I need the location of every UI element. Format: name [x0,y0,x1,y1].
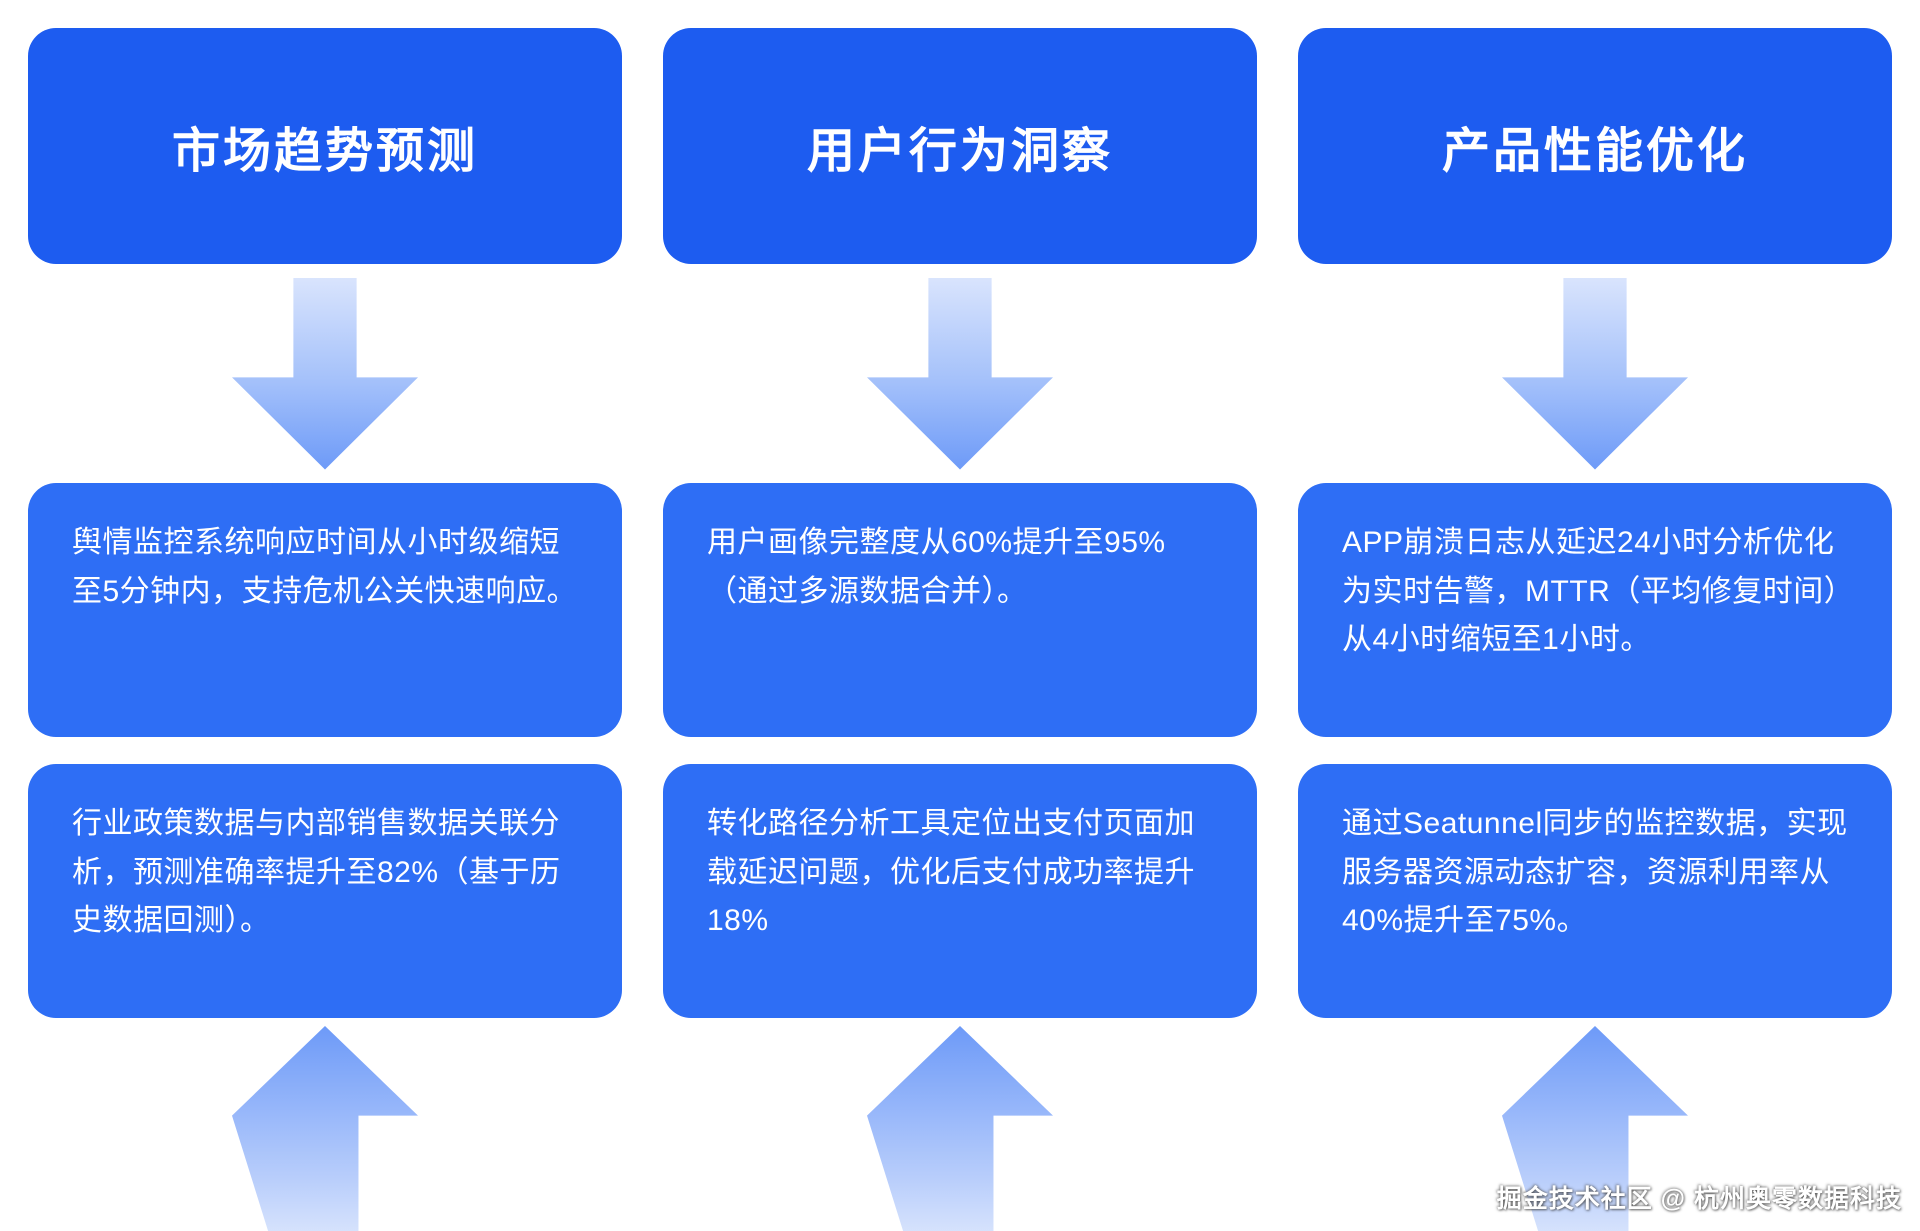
info-text: 转化路径分析工具定位出支付页面加载延迟问题，优化后支付成功率提升18% [707,807,1195,938]
info-text: 行业政策数据与内部销售数据关联分析，预测准确率提升至82%（基于历史数据回测）。 [72,807,561,938]
arrow-down-icon [232,277,418,470]
info-box-user-behavior-2: 转化路径分析工具定位出支付页面加载延迟问题，优化后支付成功率提升18% [663,764,1257,1018]
arrow-down-icon [867,277,1053,470]
info-text: APP崩溃日志从延迟24小时分析优化为实时告警，MTTR（平均修复时间）从4小时… [1342,526,1840,657]
info-text: 用户画像完整度从60%提升至95%（通过多源数据合并）。 [707,526,1166,608]
column-user-behavior: 用户行为洞察 用户画像完整度从60%提升至95%（通过多源数据合并）。 转化路径… [663,28,1257,1231]
column-product-performance: 产品性能优化 APP崩溃日志从延迟24小时分析优化为实时告警，MTTR（平均修复… [1298,28,1892,1231]
info-box-market-trend-1: 舆情监控系统响应时间从小时级缩短至5分钟内，支持危机公关快速响应。 [28,483,622,737]
arrow-down-icon [1502,277,1688,470]
arrow-zone [1298,264,1892,483]
info-box-user-behavior-1: 用户画像完整度从60%提升至95%（通过多源数据合并）。 [663,483,1257,737]
arrow-zone [28,264,622,483]
info-box-product-performance-1: APP崩溃日志从延迟24小时分析优化为实时告警，MTTR（平均修复时间）从4小时… [1298,483,1892,737]
info-box-market-trend-2: 行业政策数据与内部销售数据关联分析，预测准确率提升至82%（基于历史数据回测）。 [28,764,622,1018]
column-header-market-trend: 市场趋势预测 [28,28,622,264]
arrow-zone [663,264,1257,483]
info-box-product-performance-2: 通过Seatunnel同步的监控数据，实现服务器资源动态扩容，资源利用率从40%… [1298,764,1892,1018]
arrow-zone-bottom [663,1018,1257,1231]
arrow-up-icon [232,1026,418,1231]
watermark: 掘金技术社区 @ 杭州奥零数据科技 [1496,1185,1902,1213]
arrow-up-icon [867,1026,1053,1231]
column-market-trend: 市场趋势预测 舆情监控系统响应时间从小时级缩短至5分钟内，支持危机公关快速响应。… [28,28,622,1231]
column-header-user-behavior: 用户行为洞察 [663,28,1257,264]
arrow-zone-bottom [1298,1018,1892,1231]
column-header-product-performance: 产品性能优化 [1298,28,1892,264]
info-text: 舆情监控系统响应时间从小时级缩短至5分钟内，支持危机公关快速响应。 [72,526,578,608]
arrow-zone-bottom [28,1018,622,1231]
info-text: 通过Seatunnel同步的监控数据，实现服务器资源动态扩容，资源利用率从40%… [1342,807,1848,938]
